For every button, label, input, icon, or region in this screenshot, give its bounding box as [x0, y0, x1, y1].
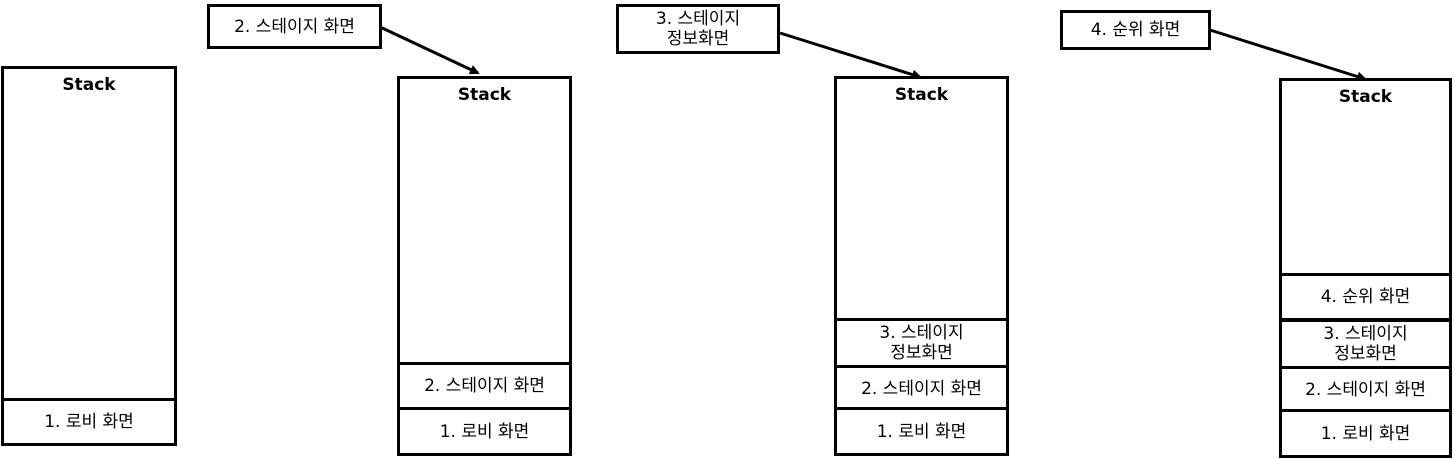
stack-1: Stack 1. 로비 화면: [1, 66, 177, 446]
push-arrow-step2: [379, 25, 480, 75]
stack-item-stage: 2. 스테이지 화면: [397, 362, 572, 410]
stack-item-stage: 2. 스테이지 화면: [834, 365, 1009, 413]
stack-item-lobby: 1. 로비 화면: [1, 398, 177, 446]
push-arrow-step3: [779, 31, 922, 80]
stack-item-lobby: 1. 로비 화면: [1279, 409, 1452, 458]
stack-item-stage: 2. 스테이지 화면: [1279, 366, 1452, 414]
stack-title: Stack: [894, 85, 949, 105]
stack-title: Stack: [62, 75, 116, 95]
push-label-step4: 4. 순위 화면: [1060, 10, 1211, 50]
stack-item-stage-info: 3. 스테이지 정보화면: [1279, 319, 1452, 369]
stack-item-lobby: 1. 로비 화면: [834, 407, 1009, 456]
stack-item-ranking: 4. 순위 화면: [1279, 273, 1452, 321]
stack-4: Stack 4. 순위 화면 3. 스테이지 정보화면 2. 스테이지 화면 1…: [1279, 78, 1452, 458]
push-arrow-step4: [1209, 28, 1367, 82]
stack-item-stage-info: 3. 스테이지 정보화면: [834, 318, 1009, 368]
stack-title: Stack: [457, 85, 512, 105]
stack-2: Stack 2. 스테이지 화면 1. 로비 화면: [397, 76, 572, 456]
push-label-step3: 3. 스테이지 정보화면: [616, 4, 780, 54]
stack-3: Stack 3. 스테이지 정보화면 2. 스테이지 화면 1. 로비 화면: [834, 76, 1009, 456]
stack-title: Stack: [1338, 87, 1393, 107]
stack-item-lobby: 1. 로비 화면: [397, 407, 572, 456]
push-label-step2: 2. 스테이지 화면: [207, 4, 382, 49]
